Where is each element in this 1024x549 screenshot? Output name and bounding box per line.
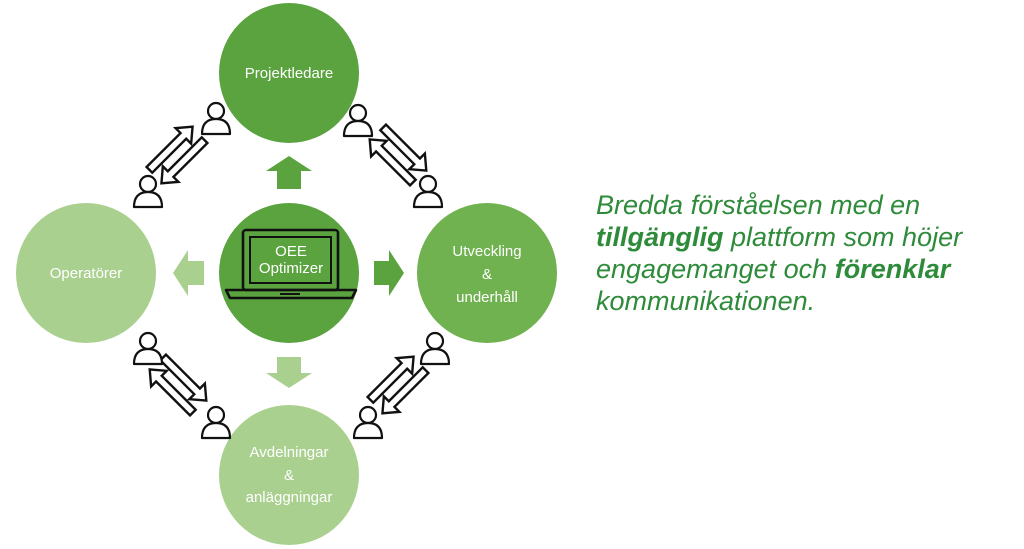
person-icon xyxy=(352,405,384,440)
tagline-bold1: tillgänglig xyxy=(596,222,724,252)
label-utveckling-3: underhåll xyxy=(456,289,518,306)
tagline-part2: plattform som höjer engagemanget och xyxy=(596,222,963,284)
tagline-bold2: förenklar xyxy=(834,254,951,284)
person-icon xyxy=(412,174,444,209)
person-icon xyxy=(132,331,164,366)
person-icon xyxy=(132,174,164,209)
person-icon xyxy=(200,405,232,440)
tagline: Bredda förståelsen med en tillgänglig pl… xyxy=(596,189,1006,317)
node-projektledare xyxy=(219,3,359,143)
block-arrow-left-icon xyxy=(173,250,204,296)
label-utveckling-1: Utveckling xyxy=(452,243,521,260)
label-operatorer: Operatörer xyxy=(50,265,123,282)
person-icon xyxy=(419,331,451,366)
block-arrow-down-icon xyxy=(266,357,312,388)
tagline-part3: kommunikationen. xyxy=(596,286,816,316)
node-utveckling xyxy=(417,203,557,343)
block-arrow-right-icon xyxy=(374,250,404,296)
label-utveckling-2: & xyxy=(482,266,492,283)
label-avdelningar-2: & xyxy=(284,467,294,484)
block-arrow-up-icon xyxy=(266,156,312,189)
label-center-1: OEE xyxy=(275,243,307,260)
label-avdelningar-3: anläggningar xyxy=(246,489,333,506)
label-center-2: Optimizer xyxy=(259,260,323,277)
node-avdelningar xyxy=(219,405,359,545)
label-projektledare: Projektledare xyxy=(245,65,333,82)
node-operatorer xyxy=(16,203,156,343)
tagline-part1: Bredda förståelsen med en xyxy=(596,190,921,220)
laptop-icon xyxy=(224,228,358,300)
person-icon xyxy=(200,101,232,136)
label-avdelningar-1: Avdelningar xyxy=(250,444,329,461)
